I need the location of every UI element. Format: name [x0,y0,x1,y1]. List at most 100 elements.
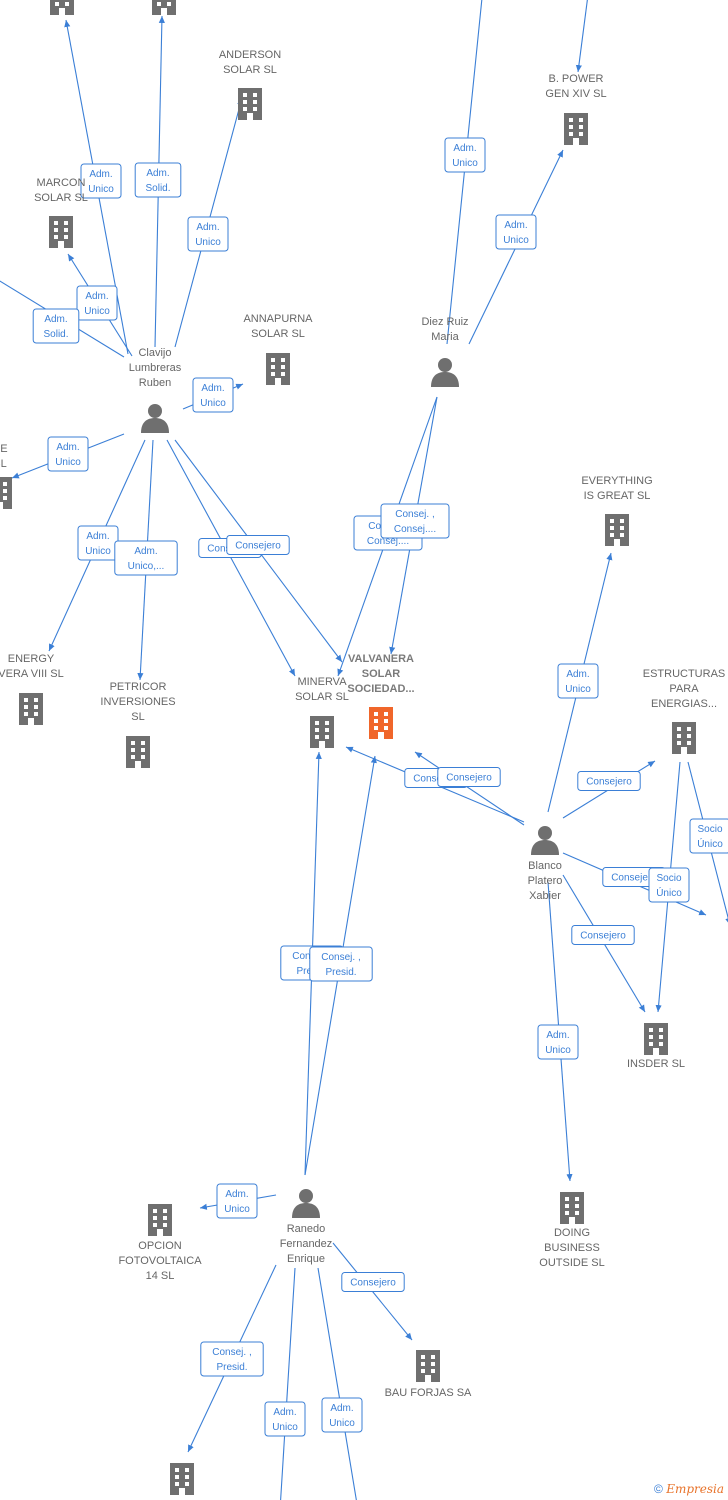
node-label: SOLAR SL [223,64,277,76]
edge-label-ranedo-offbottom1[interactable]: Adm.Unico [264,1401,306,1437]
edge-label-ranedo-valvanera[interactable]: Consej. ,Presid. [309,946,373,982]
node-label: BUSINESS [544,1242,600,1254]
node-topleft2[interactable] [152,0,176,15]
building-icon [19,693,43,725]
edge-label-blanco-insder[interactable]: Consejero [571,925,635,945]
node-label: RE [0,443,8,455]
node-label: Maria [431,331,459,343]
edge-label-text: Unico [224,1204,250,1215]
edge-label-text: Adm. [546,1030,569,1041]
watermark: © Empresia [654,1482,724,1496]
building-icon [672,722,696,754]
building-icon [560,1192,584,1224]
edge-label-text: Unico [84,306,110,317]
edge-ranedo-offbottom2 [317,1267,357,1500]
node-insder[interactable]: INSDER SL [627,1023,685,1070]
edge-label-text: Unico [195,237,221,248]
edge-label-diez-bpower[interactable]: Adm. Unico [495,214,537,250]
node-label: DOING [554,1227,590,1239]
edge-label-text: Socio [697,824,722,835]
edge-label-clavijo-valvanera[interactable]: Consejero [226,535,290,555]
edge-label-ranedo-bottomco[interactable]: Consej. ,Presid. [200,1341,264,1377]
edge-label-ranedo-offbottom2[interactable]: Adm.Unico [321,1397,363,1433]
edge-label-clavijo-energy[interactable]: Adm.Unico [77,525,119,561]
building-icon [170,1463,194,1495]
edge-label-ranedo-bauforjas[interactable]: Consejero [341,1272,405,1292]
edge-label-text: Consejero [611,873,657,884]
node-valvanera[interactable]: VALVANERASOLARSOCIEDAD... [347,653,415,739]
building-icon [266,353,290,385]
edge-label-text: Adm. [85,291,108,302]
edge-label-blanco-doing[interactable]: Adm.Unico [537,1024,579,1060]
edge-label-blanco-estructuras[interactable]: Consejero [577,771,641,791]
edge-label-diez-valvanera[interactable]: Consej. ,Consej.... [380,503,450,539]
edge-label-clavijo-anderson[interactable]: Adm. Unico [187,216,229,252]
node-label: SOCIEDAD... [347,683,414,695]
edge-label-text: Adm. [134,546,157,557]
node-label: VERA VIII SL [0,668,64,680]
edge-label-text: Adm. [504,220,527,231]
edge-offtop2-bpower [575,0,588,73]
node-label: PETRICOR [110,681,167,693]
edge-label-blanco-everything[interactable]: Adm.Unico [557,663,599,699]
edge-label-text: Unico,... [128,561,165,572]
node-label: ANDERSON [219,49,281,61]
edge-label-diez-offtop1[interactable]: Adm.Unico [444,137,486,173]
building-icon [126,736,150,768]
edge-label-clavijo-topleft2[interactable]: Adm.Solid. [134,162,182,198]
edge-labels-layer: Adm.UnicoAdm.Solid.Adm.UnicoAdm.UnicoAdm… [32,137,728,1437]
building-icon [416,1350,440,1382]
node-label: EVERYTHING [581,475,652,487]
edge-label-text: Adm. [196,222,219,233]
edge-label-ranedo-opcion[interactable]: Adm.Unico [216,1183,258,1219]
person-icon [431,358,459,387]
edge-label-text: Consej. , [395,509,434,520]
node-label: IS GREAT SL [584,490,651,502]
edge-label-text: Presid. [216,1362,247,1373]
edge-label-text: Unico [272,1422,298,1433]
edge-label-text: Adm. [566,669,589,680]
edge-label-clavijo-re[interactable]: Adm.Unico [47,436,89,472]
node-bauforjas[interactable]: BAU FORJAS SA [385,1350,472,1399]
building-icon [148,1204,172,1236]
edge-label-clavijo-topleft1[interactable]: Adm.Unico [80,163,122,199]
node-label: Ruben [139,377,171,389]
person-icon [141,404,169,433]
node-label: PARA [669,683,699,695]
edge-label-clavijo-annapurna[interactable]: Adm.Unico [192,377,234,413]
node-bottomco[interactable] [170,1463,194,1495]
node-everything[interactable]: EVERYTHING IS GREAT SL [581,475,653,546]
node-estructuras[interactable]: ESTRUCTURASPARAENERGIAS... [643,668,726,754]
edge-label-text: Unico [503,235,529,246]
edge-label-text: Consejero [235,541,281,552]
node-label: ESTRUCTURAS [643,668,726,680]
edge-label-clavijo-marcon[interactable]: Adm. Unico [76,285,118,321]
node-label: Lumbreras [129,362,182,374]
edge-label-text: Adm. [330,1403,353,1414]
edge-label-text: Solid. [145,183,170,194]
edge-label-text: Unico [452,158,478,169]
node-re[interactable]: RESL [0,443,12,509]
edge-label-text: Socio [656,873,681,884]
node-anderson[interactable]: ANDERSON SOLAR SL [219,49,281,120]
edge-label-clavijo-offleft[interactable]: Adm.Solid. [32,308,80,344]
edge-label-clavijo-petricor[interactable]: Adm. Unico,... [114,540,178,576]
node-topleft1[interactable] [50,0,74,15]
node-label: ANNAPURNA [243,313,313,325]
edge-label-blanco-valvanera[interactable]: Consejero [437,767,501,787]
